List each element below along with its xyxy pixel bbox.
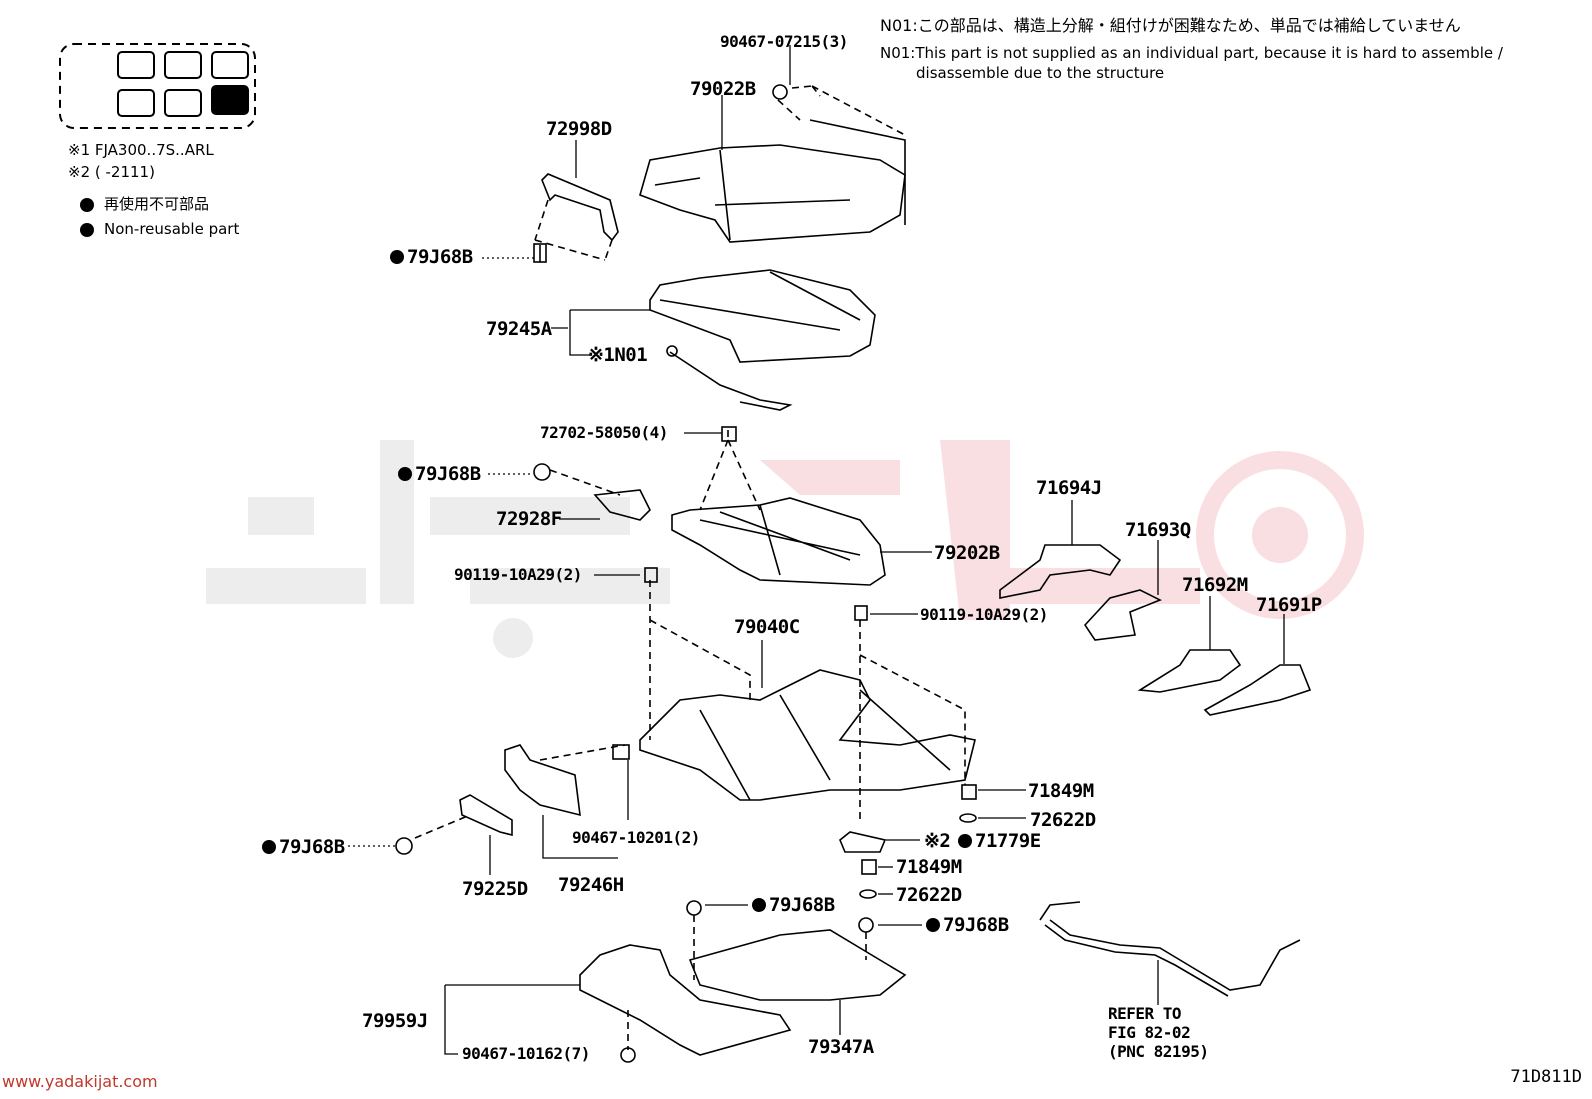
part-label-72998D: 72998D xyxy=(546,118,612,140)
part-label-79202B: 79202B xyxy=(934,542,1000,564)
part-label-79347A: 79347A xyxy=(808,1036,874,1058)
refer-line1: REFER TO xyxy=(1108,1004,1182,1023)
note-en-line1: N01:This part is not supplied as an indi… xyxy=(880,44,1503,62)
part-label-79040C: 79040C xyxy=(734,616,800,638)
part-label-72928F: 72928F xyxy=(496,508,562,530)
part-label-79J68B-a: 79J68B xyxy=(390,248,473,267)
part-label-71694J: 71694J xyxy=(1036,477,1102,499)
seat-cushion-pad xyxy=(649,269,876,411)
legend-nonreusable-en: Non-reusable part xyxy=(104,220,240,238)
part-label-90119-10A29-a: 90119-10A29(2) xyxy=(454,565,582,584)
refer-line3: (PNC 82195) xyxy=(1108,1042,1209,1061)
part-label-71691P: 71691P xyxy=(1256,594,1322,616)
note-en-line2: disassemble due to the structure xyxy=(916,64,1165,82)
part-label-90467-10201: 90467-10201(2) xyxy=(572,828,700,847)
legend-ref2: ※2 ( -2111) xyxy=(68,163,155,181)
part-label-79225D: 79225D xyxy=(462,878,528,900)
leader-lines xyxy=(348,45,1285,1055)
note-jp: N01:この部品は、構造上分解・組付けが困難なため、単品では補給していません xyxy=(880,16,1461,35)
refer-line2: FIG 82-02 xyxy=(1108,1023,1191,1042)
part-label-71692M: 71692M xyxy=(1182,574,1248,596)
part-label-90467-10162: 90467-10162(7) xyxy=(462,1044,590,1063)
seat-adjuster xyxy=(639,567,976,820)
part-label-72702-58050: 72702-58050(4) xyxy=(540,423,668,442)
part-label-79J68B-c: 79J68B xyxy=(262,838,345,857)
part-label-72622D-a: 72622D xyxy=(1030,809,1096,831)
seat-cushion-cover xyxy=(639,84,906,243)
part-label-71849M-b: 71849M xyxy=(896,856,962,878)
legend-nonreusable-jp: 再使用不可部品 xyxy=(104,195,210,213)
part-label-72622D-b: 72622D xyxy=(896,884,962,906)
nonreusable-dot-icon xyxy=(80,223,94,237)
wire-harness xyxy=(1039,901,1301,997)
side-shields xyxy=(395,744,630,855)
seat-frame xyxy=(533,426,886,586)
lower-parts xyxy=(579,784,977,1063)
part-label-71693Q: 71693Q xyxy=(1125,519,1191,541)
diagram-code: 71D811D xyxy=(1510,1067,1582,1087)
part-label-N01: ※1N01 xyxy=(588,344,648,366)
watermark-logo xyxy=(206,440,1364,658)
side-covers xyxy=(999,544,1312,716)
legend-ref1: ※1 FJA300..7S..ARL xyxy=(68,141,214,159)
source-url: www.yadakijat.com xyxy=(2,1072,158,1091)
part-label-79022B: 79022B xyxy=(690,78,756,100)
part-label-79J68B-d: 79J68B xyxy=(752,896,835,915)
part-label-71779E: 71779E xyxy=(958,832,1041,851)
bracket-72998D xyxy=(533,173,619,263)
part-label-71849M-a: 71849M xyxy=(1028,780,1094,802)
applicability-icon xyxy=(59,43,256,129)
part-label-90119-10A29-b: 90119-10A29(2) xyxy=(920,605,1048,624)
nonreusable-dot-icon xyxy=(80,198,94,212)
part-label-79959J: 79959J xyxy=(362,1010,428,1032)
part-label-90467-07215: 90467-07215(3) xyxy=(720,32,848,51)
part-label-71779E-ref: ※2 xyxy=(924,830,951,852)
part-label-79J68B-b: 79J68B xyxy=(398,465,481,484)
part-label-79J68B-e: 79J68B xyxy=(926,916,1009,935)
part-label-79245A: 79245A xyxy=(486,318,552,340)
part-label-79246H: 79246H xyxy=(558,874,624,896)
